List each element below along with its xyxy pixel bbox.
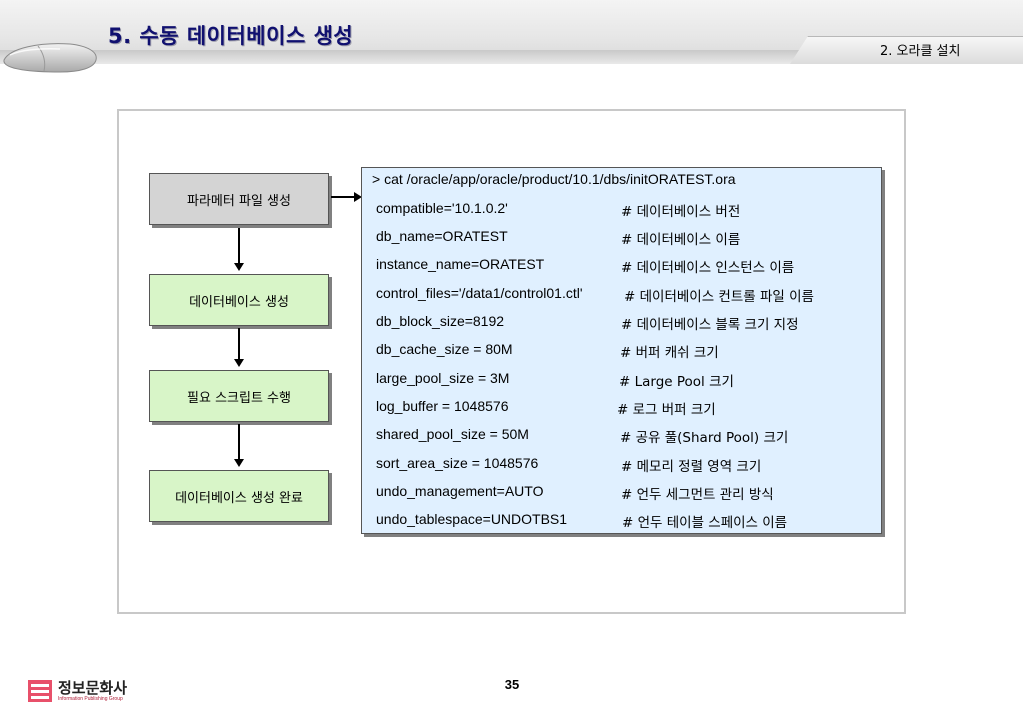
connector-arrow-head [354, 192, 362, 202]
section-tab [790, 36, 1023, 64]
flow-arrow-2-head [234, 359, 244, 367]
config-comment: # 버퍼 캐쉬 크기 [620, 345, 719, 361]
config-key: undo_management=AUTO [376, 483, 544, 499]
flow-arrow-1-head [234, 263, 244, 271]
config-comment: # Large Pool 크기 [619, 374, 734, 390]
config-panel [361, 167, 882, 534]
connector-arrow [331, 196, 355, 198]
flow-arrow-1 [238, 228, 240, 264]
config-comment: # 데이터베이스 인스턴스 이름 [621, 260, 795, 276]
flow-step-parameter-file: 파라메터 파일 생성 [149, 173, 329, 225]
config-comment: # 로그 버퍼 크기 [617, 402, 716, 418]
flow-arrow-3 [238, 424, 240, 460]
publisher-name: 정보문화사 [58, 679, 128, 697]
config-key: sort_area_size = 1048576 [376, 455, 539, 471]
config-key: control_files='/data1/control01.ctl' [376, 285, 583, 301]
config-comment: # 데이터베이스 블록 크기 지정 [621, 317, 799, 333]
config-comment: # 데이터베이스 컨트롤 파일 이름 [624, 289, 814, 305]
computer-mouse-icon [3, 43, 97, 73]
config-command: > cat /oracle/app/oracle/product/10.1/db… [372, 171, 736, 187]
config-key: large_pool_size = 3M [376, 370, 510, 386]
flow-arrow-2 [238, 328, 240, 360]
publisher-logo: 정보문화사 Information Publishing Group [28, 680, 127, 702]
config-comment: # 언두 세그먼트 관리 방식 [621, 487, 774, 503]
config-comment: # 데이터베이스 버전 [621, 204, 741, 220]
config-comment: # 데이터베이스 이름 [621, 232, 741, 248]
config-key: compatible='10.1.0.2' [376, 200, 508, 216]
slide-title: 5. 수동 데이터베이스 생성 [108, 24, 354, 48]
config-key: db_cache_size = 80M [376, 341, 513, 357]
flow-step-run-scripts: 필요 스크립트 수행 [149, 370, 329, 422]
flow-step-create-database: 데이터베이스 생성 [149, 274, 329, 326]
publisher-logo-icon [28, 680, 52, 702]
publisher-subtitle: Information Publishing Group [58, 696, 123, 702]
header-band-lower [0, 50, 1023, 64]
config-comment: # 메모리 정렬 영역 크기 [621, 459, 762, 475]
flow-step-complete: 데이터베이스 생성 완료 [149, 470, 329, 522]
config-key: shared_pool_size = 50M [376, 426, 529, 442]
section-label: 2. 오라클 설치 [880, 44, 961, 59]
config-key: undo_tablespace=UNDOTBS1 [376, 511, 568, 527]
flow-arrow-3-head [234, 459, 244, 467]
config-key: db_block_size=8192 [376, 313, 505, 329]
config-key: log_buffer = 1048576 [376, 398, 509, 414]
config-comment: # 언두 테이블 스페이스 이름 [622, 515, 788, 531]
config-key: instance_name=ORATEST [376, 256, 545, 272]
page-number: 35 [504, 677, 520, 692]
config-key: db_name=ORATEST [376, 228, 508, 244]
config-comment: # 공유 풀(Shard Pool) 크기 [620, 430, 789, 446]
